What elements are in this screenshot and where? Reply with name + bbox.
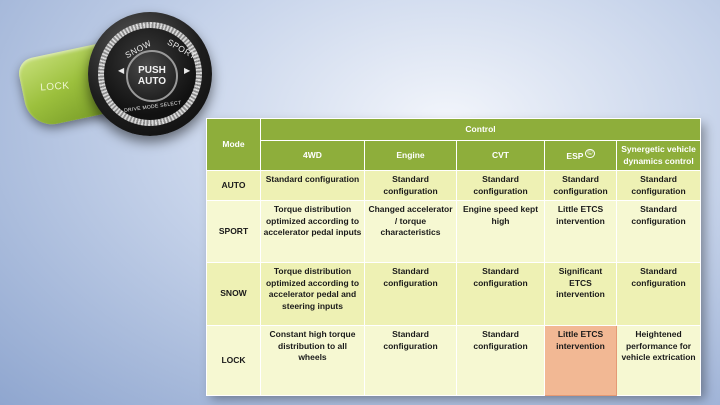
- table-cell: Standard configuration: [364, 170, 457, 201]
- table-cell: Standard configuration: [364, 325, 457, 396]
- push-label: PUSH: [138, 65, 166, 76]
- drive-mode-table: Mode Control 4WD Engine CVT ESP© Synerge…: [206, 118, 702, 396]
- table-row: LOCK Constant high torque distribution t…: [206, 325, 702, 396]
- esp-mark: ©: [585, 149, 595, 159]
- mode-cell: AUTO: [206, 170, 261, 201]
- table-cell: Changed accelerator / torque characteris…: [364, 200, 457, 263]
- table-cell: Standard configuration: [456, 325, 545, 396]
- rotate-right-arrow-icon: ▶: [184, 66, 191, 75]
- table-row: SNOW Torque distribution optimized accor…: [206, 262, 702, 326]
- table-cell: Little ETCS intervention: [544, 200, 617, 263]
- table-cell: Torque distribution optimized according …: [260, 262, 365, 326]
- table-cell: Standard configuration: [615, 262, 702, 326]
- col-header-4wd: 4WD: [260, 140, 365, 171]
- table-row: SPORT Torque distribution optimized acco…: [206, 200, 702, 263]
- dial-face: SNOW SPORT ◀ ▶ PUSH AUTO DRIVE MODE SELE…: [104, 28, 198, 120]
- table-cell: Torque distribution optimized according …: [260, 200, 365, 263]
- table-cell: Standard configuration: [456, 170, 545, 201]
- table-cell: Engine speed kept high: [456, 200, 545, 263]
- control-table: Mode Control 4WD Engine CVT ESP© Synerge…: [206, 118, 702, 396]
- esp-label: ESP: [566, 151, 584, 162]
- col-header-engine: Engine: [364, 140, 457, 171]
- drive-mode-select-label: DRIVE MODE SELECT: [123, 100, 182, 114]
- mode-cell: SPORT: [206, 200, 261, 263]
- lock-label: LOCK: [39, 80, 70, 94]
- rotate-left-arrow-icon: ◀: [118, 66, 125, 75]
- table-cell: Significant ETCS intervention: [544, 262, 617, 326]
- drive-mode-knob: LOCK SNOW SPORT ◀ ▶ PUSH AUTO DRIVE MODE…: [0, 0, 230, 150]
- table-cell: Standard configuration: [615, 200, 702, 263]
- table-cell: Standard configuration: [260, 170, 365, 201]
- table-row: AUTO Standard configuration Standard con…: [206, 170, 702, 201]
- col-header-cvt: CVT: [456, 140, 545, 171]
- table-cell: Standard configuration: [615, 170, 702, 201]
- highlighted-cell: Little ETCS intervention: [544, 325, 617, 396]
- table-cell: Constant high torque distribution to all…: [260, 325, 365, 396]
- col-header-synergetic: Synergetic vehicle dynamics control: [615, 140, 702, 171]
- table-cell: Standard configuration: [364, 262, 457, 326]
- mode-cell: SNOW: [206, 262, 261, 326]
- mode-cell: LOCK: [206, 325, 261, 396]
- push-auto-button[interactable]: PUSH AUTO: [126, 50, 178, 102]
- control-header: Control: [259, 118, 702, 141]
- col-header-esp: ESP©: [544, 140, 617, 171]
- drive-mode-dial[interactable]: SNOW SPORT ◀ ▶ PUSH AUTO DRIVE MODE SELE…: [88, 12, 212, 136]
- mode-header: Mode: [206, 118, 261, 171]
- table-cell: Standard configuration: [456, 262, 545, 326]
- table-cell: Heightened performance for vehicle extri…: [615, 325, 702, 396]
- auto-label: AUTO: [137, 76, 167, 87]
- table-cell: Standard configuration: [544, 170, 617, 201]
